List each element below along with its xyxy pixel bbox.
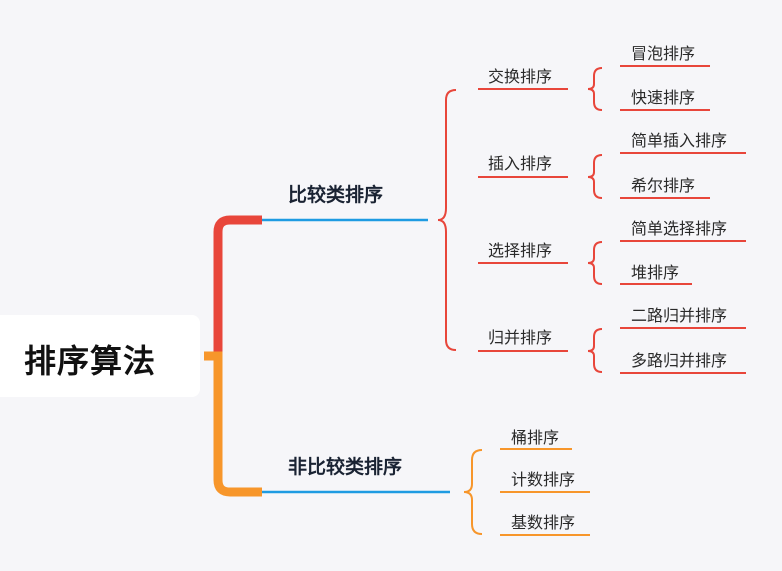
node-exchange-sort[interactable]: 交换排序 [488, 67, 553, 86]
node-simple-insertion-sort[interactable]: 简单插入排序 [631, 131, 728, 150]
node-two-way-merge-sort[interactable]: 二路归并排序 [631, 306, 728, 325]
node-shell-sort[interactable]: 希尔排序 [631, 176, 696, 195]
connector-root-to-branch2 [204, 351, 262, 497]
connector-root-to-branch1 [204, 215, 262, 361]
node-insertion-sort[interactable]: 插入排序 [488, 154, 553, 173]
branch-non-comparison-sorts[interactable]: 非比较类排序 [288, 456, 403, 478]
root-node[interactable] [0, 315, 200, 397]
brace-exchange-sort [587, 67, 603, 111]
brace-selection-sort [587, 241, 603, 285]
node-quick-sort[interactable]: 快速排序 [631, 88, 696, 107]
node-counting-sort[interactable]: 计数排序 [511, 470, 576, 489]
branch-comparison-sorts[interactable]: 比较类排序 [288, 184, 384, 206]
brace-branch2 [463, 449, 483, 535]
node-selection-sort[interactable]: 选择排序 [488, 241, 553, 260]
node-radix-sort[interactable]: 基数排序 [511, 513, 576, 532]
node-bucket-sort[interactable]: 桶排序 [511, 428, 560, 447]
root-label: 排序算法 [24, 342, 157, 380]
node-bubble-sort[interactable]: 冒泡排序 [631, 44, 696, 63]
brace-insertion-sort [587, 154, 603, 199]
node-simple-selection-sort[interactable]: 简单选择排序 [631, 219, 728, 238]
node-multi-way-merge-sort[interactable]: 多路归并排序 [631, 351, 728, 370]
brace-branch1 [437, 89, 457, 351]
brace-merge-sort [587, 328, 603, 373]
node-heap-sort[interactable]: 堆排序 [631, 263, 680, 282]
node-merge-sort[interactable]: 归并排序 [488, 328, 553, 347]
